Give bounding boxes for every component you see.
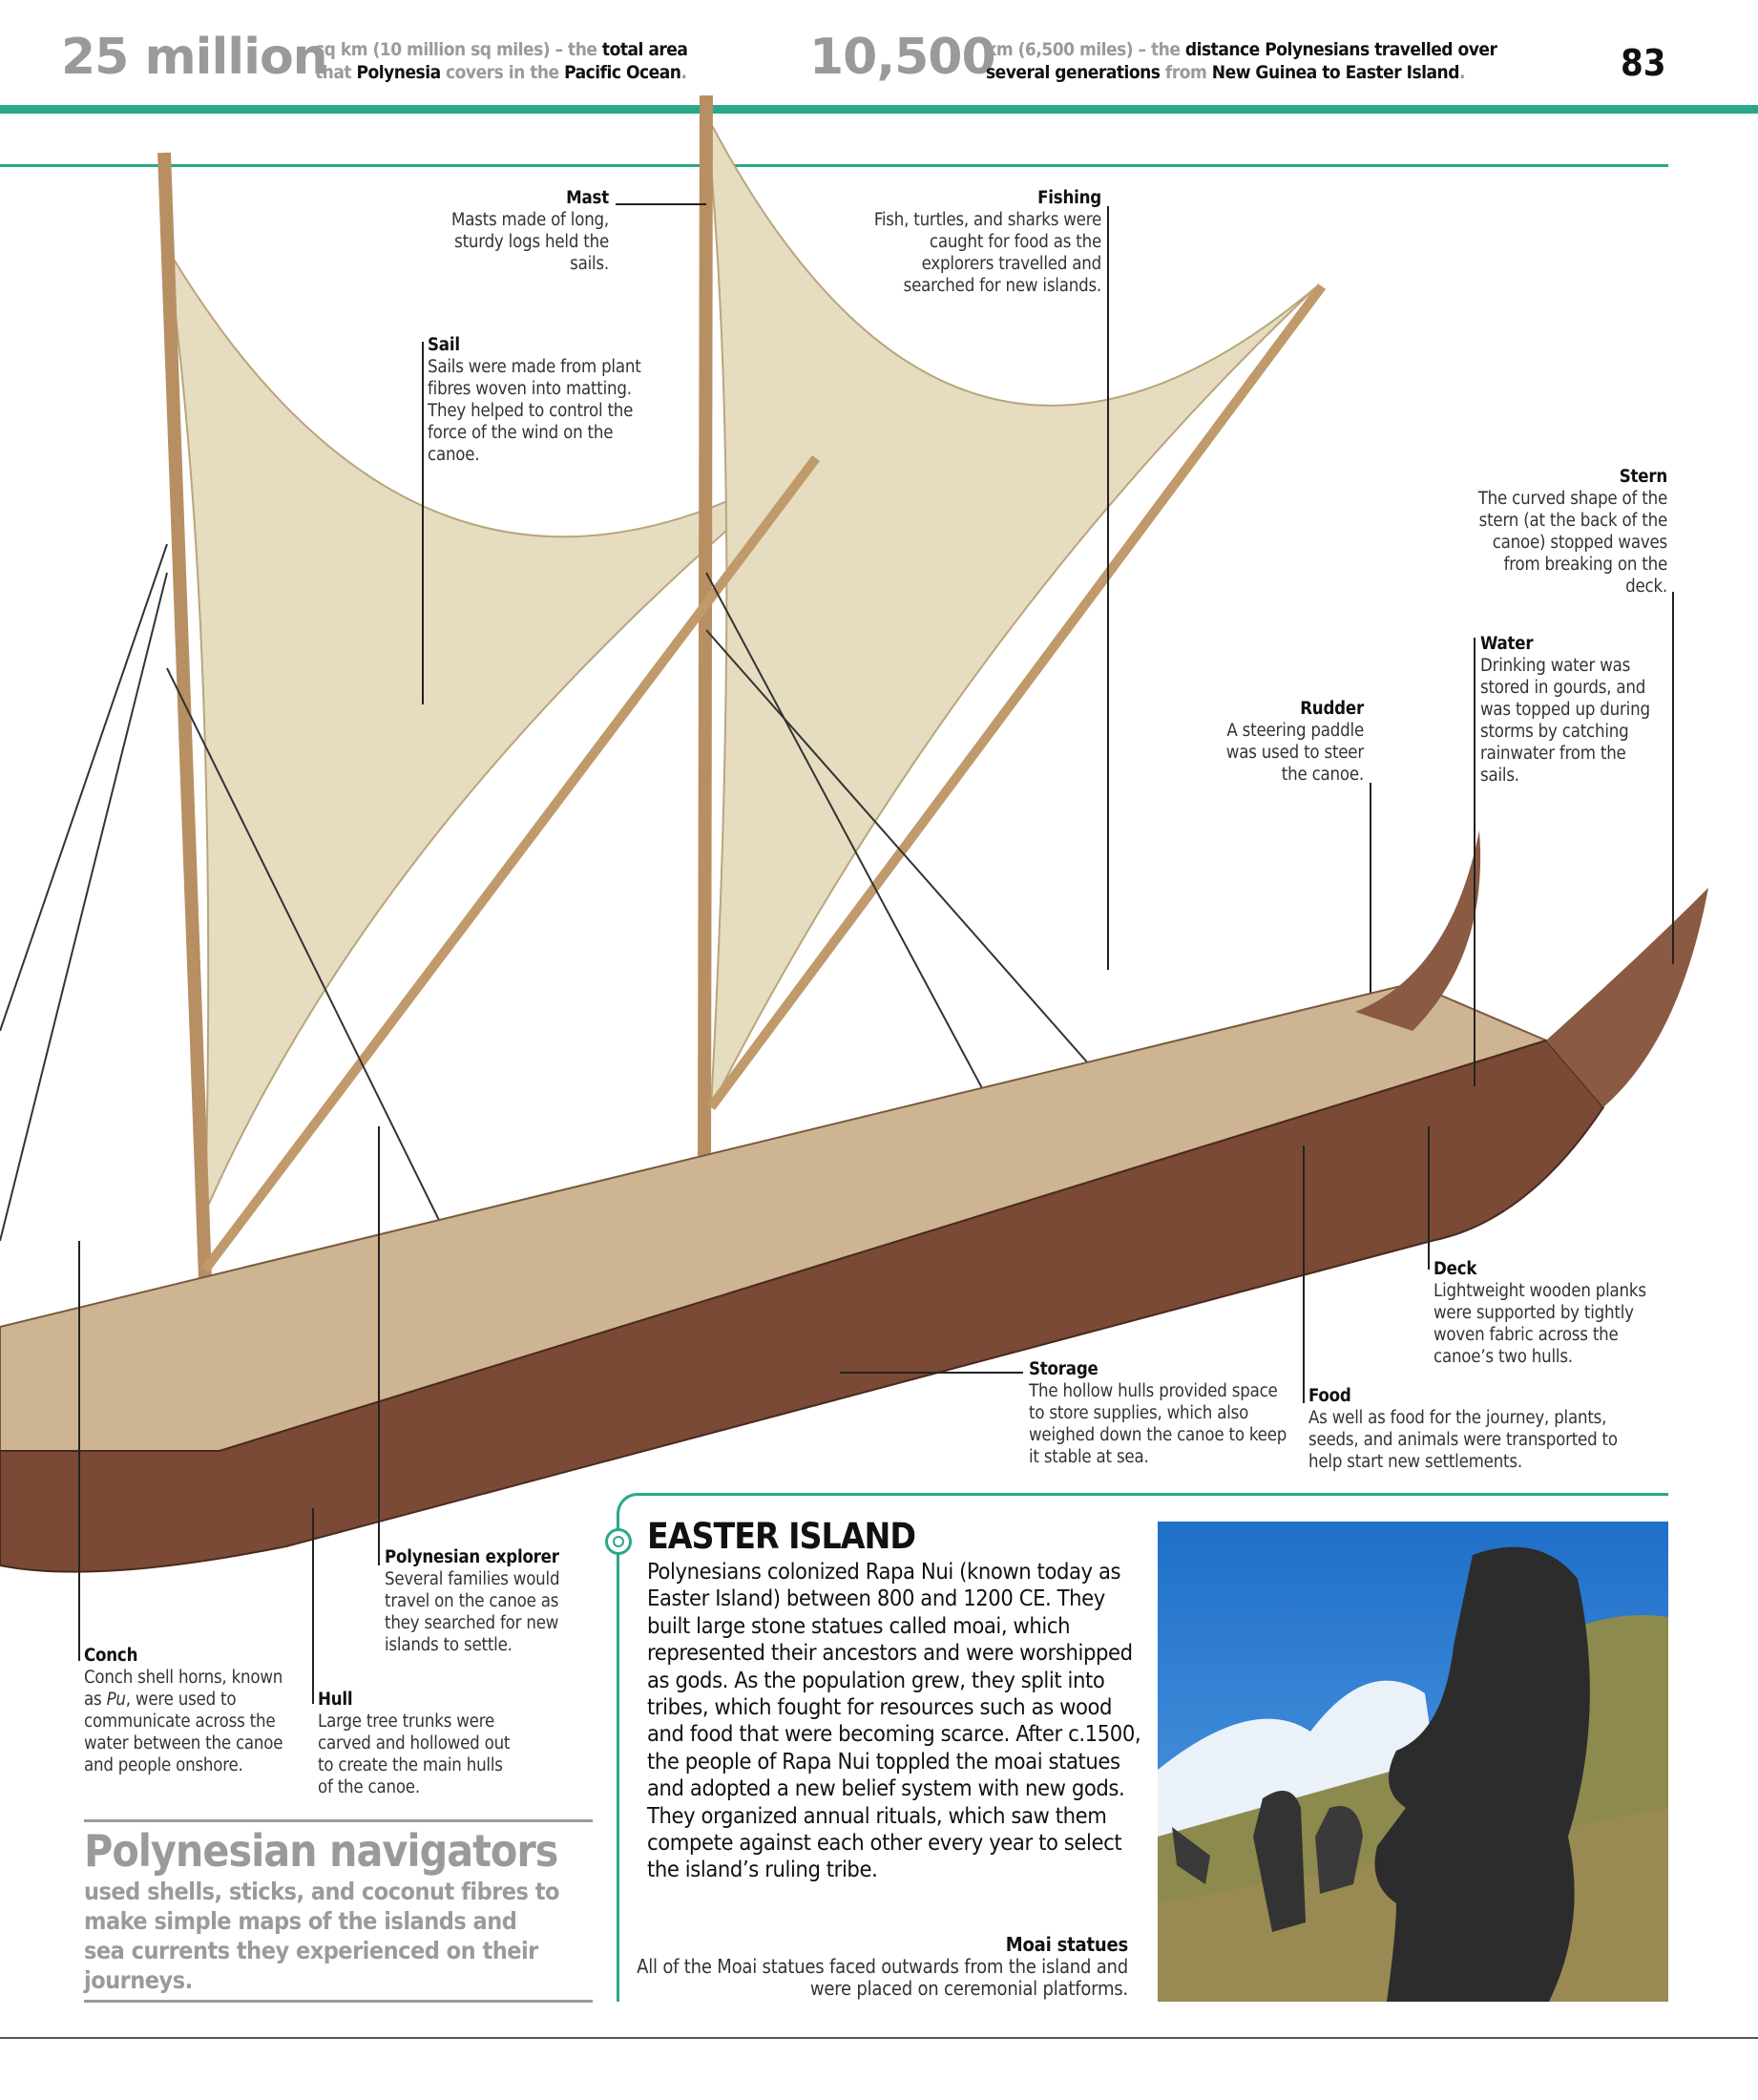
- moai-photo: [1158, 1522, 1668, 2002]
- easter-island-title: EASTER ISLAND: [647, 1516, 916, 1557]
- navigators-top-rule: [84, 1819, 593, 1822]
- leader-deck: [1428, 1126, 1430, 1270]
- leader-explorer: [378, 1126, 380, 1565]
- stat-distance-number: 10,500: [809, 29, 996, 86]
- leader-food: [1303, 1145, 1305, 1403]
- leader-hull: [312, 1508, 314, 1704]
- leader-water: [1474, 638, 1475, 1086]
- stat-area-text: sq km (10 million sq miles) – the total …: [315, 39, 688, 83]
- navigators-title: Polynesian navigators: [84, 1825, 558, 1877]
- navigators-bottom-rule: [84, 2000, 593, 2003]
- page-number: 83: [1621, 42, 1666, 84]
- boom-front: [706, 284, 1327, 1110]
- sail-rear: [166, 247, 812, 1213]
- leader-mast: [616, 203, 706, 205]
- leader-sail: [422, 342, 424, 704]
- leader-fishing: [1107, 206, 1109, 970]
- leader-storage: [840, 1372, 1023, 1374]
- footer-rule: [0, 2037, 1758, 2039]
- leader-stern: [1672, 592, 1674, 964]
- hull: [0, 830, 1708, 1573]
- navigators-box: Polynesian navigators used shells, stick…: [84, 1825, 593, 1995]
- boom-rear: [201, 454, 820, 1273]
- header-rule: [0, 105, 1758, 114]
- easter-island-body: Polynesians colonized Rapa Nui (known to…: [647, 1558, 1141, 1883]
- leader-rudder: [1370, 783, 1371, 993]
- navigators-subtitle: used shells, sticks, and coconut fibres …: [84, 1878, 559, 1994]
- sail-front: [705, 114, 1318, 1108]
- easter-island-frame: [617, 1493, 1668, 2002]
- stat-area-number: 25 million: [61, 29, 328, 86]
- target-icon: [605, 1528, 632, 1555]
- leader-conch: [78, 1241, 80, 1661]
- mast-front: [698, 95, 713, 1175]
- mast-rear: [157, 152, 212, 1280]
- canoe-illustration: [0, 95, 1708, 1573]
- stat-distance-text: km (6,500 miles) – the distance Polynesi…: [986, 39, 1497, 83]
- section-rule: [0, 164, 1668, 167]
